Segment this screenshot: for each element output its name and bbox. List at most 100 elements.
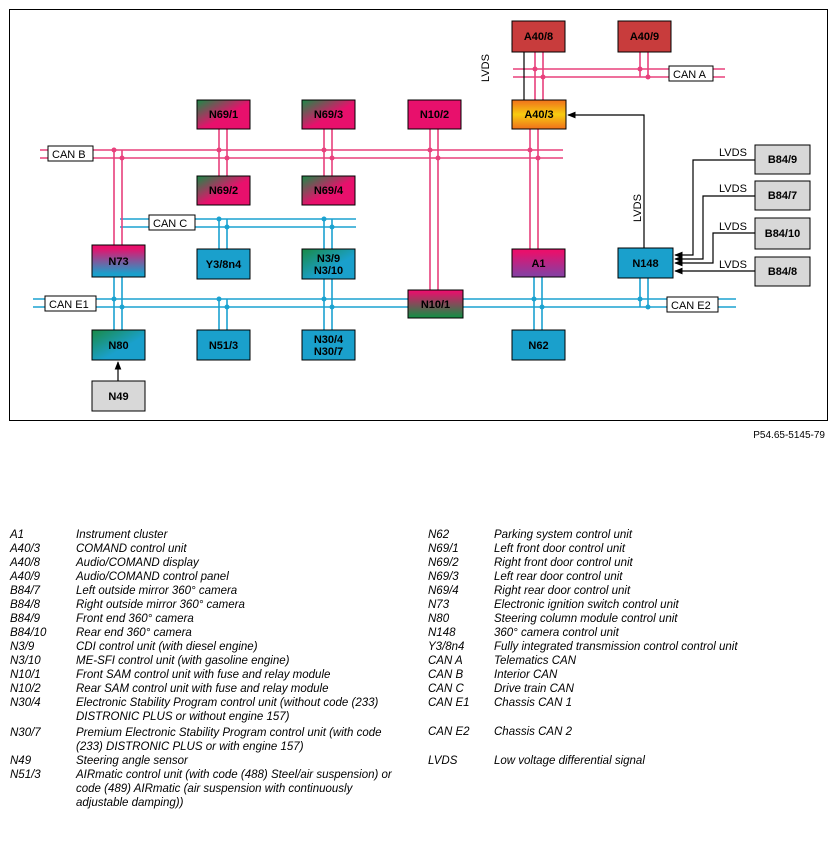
legend-description: Audio/COMAND control panel bbox=[76, 571, 229, 583]
bus-can-b bbox=[40, 149, 563, 159]
legend-code: N3/9 bbox=[10, 641, 35, 653]
legend-code: A40/8 bbox=[10, 557, 41, 569]
legend-description: Fully integrated transmission control co… bbox=[494, 641, 738, 653]
legend-description: Steering column module control unit bbox=[494, 613, 678, 625]
box-n62 bbox=[511, 329, 566, 361]
legend-row: N30/7 Premium Electronic Stability Progra… bbox=[10, 726, 405, 754]
box-n80 bbox=[91, 329, 146, 361]
lvds-label-b84-10: LVDS bbox=[719, 221, 747, 233]
legend-code: CAN A bbox=[428, 655, 463, 667]
legend-description: Interior CAN bbox=[494, 669, 558, 681]
bus-label-can-c: CAN C bbox=[153, 218, 187, 230]
legend-row: N69/1 Left front door control unit bbox=[428, 542, 828, 556]
box-n73 bbox=[91, 244, 146, 278]
legend-code: N49 bbox=[10, 755, 32, 767]
box-n148 bbox=[617, 247, 674, 279]
legend-code: N148 bbox=[428, 627, 456, 639]
legend-code: A40/9 bbox=[10, 571, 41, 583]
legend-description: Drive train CAN bbox=[494, 683, 574, 695]
box-n10-2 bbox=[407, 99, 462, 130]
label-n30-7: N30/7 bbox=[314, 346, 343, 358]
label-n69-4: N69/4 bbox=[314, 185, 344, 197]
legend-code: N73 bbox=[428, 599, 450, 611]
legend-description: Electronic ignition switch control unit bbox=[494, 599, 679, 611]
box-y3-8n4 bbox=[196, 248, 251, 280]
box-b84-10 bbox=[754, 217, 811, 250]
legend-description: Low voltage differential signal bbox=[494, 755, 645, 767]
label-n69-3: N69/3 bbox=[314, 109, 343, 121]
legend-code: N10/2 bbox=[10, 683, 41, 695]
legend-code: N30/7 bbox=[10, 727, 41, 739]
legend-row: A40/9 Audio/COMAND control panel bbox=[10, 570, 405, 584]
legend-description: Rear end 360° camera bbox=[76, 627, 192, 639]
box-b84-7 bbox=[754, 180, 811, 211]
legend-description: Instrument cluster bbox=[76, 529, 168, 541]
lvds-label-b84-9: LVDS bbox=[719, 147, 747, 159]
legend-description: Right front door control unit bbox=[494, 557, 633, 569]
label-a40-3: A40/3 bbox=[524, 109, 553, 121]
legend-code: N51/3 bbox=[10, 769, 41, 781]
legend-description: Left outside mirror 360° camera bbox=[76, 585, 238, 597]
legend-code: B84/8 bbox=[10, 599, 41, 611]
box-n69-4 bbox=[301, 175, 356, 206]
legend-description: Right rear door control unit bbox=[494, 585, 631, 597]
label-n80: N80 bbox=[108, 340, 128, 352]
legend-code: N69/1 bbox=[428, 543, 459, 555]
box-a40-8 bbox=[511, 20, 566, 53]
label-a40-9: A40/9 bbox=[630, 31, 659, 43]
legend-row: N3/9 CDI control unit (with diesel engine… bbox=[10, 640, 405, 654]
network-diagram: LVDS LVDS LVDS LVDS LVDS LVDS CAN A CAN … bbox=[9, 9, 828, 421]
legend-row: N10/1 Front SAM control unit with fuse an… bbox=[10, 668, 405, 682]
legend-code: N10/1 bbox=[10, 669, 41, 681]
legend-description: Premium Electronic Stability Program con… bbox=[76, 727, 382, 753]
legend-code: A40/3 bbox=[10, 543, 41, 555]
legend-code: N3/10 bbox=[10, 655, 41, 667]
label-n30-4: N30/4 bbox=[314, 334, 344, 346]
label-y3-8n4: Y3/8n4 bbox=[206, 259, 242, 271]
legend-description: ME-SFI control unit (with gasoline engin… bbox=[76, 655, 290, 667]
legend-description: Left front door control unit bbox=[494, 543, 626, 555]
box-n49 bbox=[91, 380, 146, 412]
legend-code: N30/4 bbox=[10, 697, 41, 709]
label-b84-8: B84/8 bbox=[768, 266, 797, 278]
links-blue bbox=[113, 219, 649, 330]
label-a40-8: A40/8 bbox=[524, 31, 553, 43]
legend-code: N69/4 bbox=[428, 585, 459, 597]
legend-code: Y3/8n4 bbox=[428, 641, 465, 653]
label-n3-9: N3/9 bbox=[317, 253, 340, 265]
legend-row: CAN A Telematics CAN bbox=[428, 654, 828, 668]
legend-description: Electronic Stability Program control uni… bbox=[76, 697, 379, 723]
box-n69-1 bbox=[196, 99, 251, 130]
lvds-label-a40: LVDS bbox=[480, 54, 492, 82]
legend-row: N69/4 Right rear door control unit bbox=[428, 584, 828, 598]
label-n10-2: N10/2 bbox=[420, 109, 449, 121]
legend-row: N3/10 ME-SFI control unit (with gasoline … bbox=[10, 654, 405, 668]
legend-description: CDI control unit (with diesel engine) bbox=[76, 641, 258, 653]
label-b84-9: B84/9 bbox=[768, 154, 797, 166]
legend-row: B84/9 Front end 360° camera bbox=[10, 612, 405, 626]
legend-code: N69/3 bbox=[428, 571, 459, 583]
legend-code: CAN C bbox=[428, 683, 464, 695]
legend-description: Front end 360° camera bbox=[76, 613, 194, 625]
label-n49: N49 bbox=[108, 391, 128, 403]
legend-code: B84/9 bbox=[10, 613, 41, 625]
legend-description: Telematics CAN bbox=[494, 655, 577, 667]
legend-row: N73 Electronic ignition switch control un… bbox=[428, 598, 828, 612]
bus-label-can-b: CAN B bbox=[52, 149, 86, 161]
lvds-label-n148: LVDS bbox=[632, 194, 644, 222]
label-n62: N62 bbox=[528, 340, 548, 352]
box-a1 bbox=[511, 248, 566, 278]
box-n10-1 bbox=[407, 289, 464, 319]
legend-description: Chassis CAN 2 bbox=[494, 726, 572, 738]
legend-description: Right outside mirror 360° camera bbox=[76, 599, 245, 611]
legend-description: Front SAM control unit with fuse and rel… bbox=[76, 669, 331, 681]
